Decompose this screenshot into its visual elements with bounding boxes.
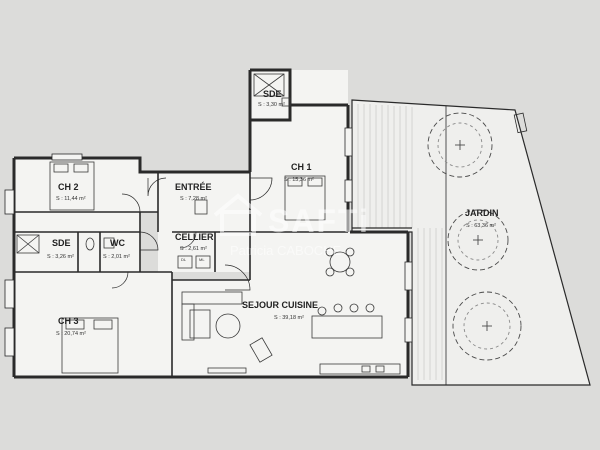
- bed-ch2: [49, 161, 95, 211]
- room-name-sde-top: SDE: [263, 89, 282, 99]
- garden-area: [351, 99, 591, 386]
- washer-label: ML: [199, 257, 205, 262]
- room-area-ch1: S : 15,36 m²: [284, 177, 314, 183]
- tree-icons: [427, 112, 522, 361]
- room-name-ch2: CH 2: [58, 182, 79, 192]
- watermark-agent: Patricia CABOCHE: [230, 243, 342, 258]
- bed-ch1: [284, 175, 326, 221]
- room-name-ch3: CH 3: [58, 316, 79, 326]
- dining-table: [329, 251, 351, 273]
- furniture: [16, 73, 401, 375]
- room-area-sde-left: S : 3,26 m²: [47, 254, 74, 260]
- windows: [4, 127, 413, 357]
- room-name-sejour: SEJOUR CUISINE: [242, 300, 318, 310]
- coffee-table: [215, 313, 241, 339]
- watermark: SAFTi Patricia CABOCHE: [213, 193, 370, 258]
- house-logo-icon: [213, 193, 263, 236]
- watermark-brand: SAFTi: [268, 203, 370, 239]
- sofa: [181, 291, 243, 305]
- room-name-cellier: CELLIER: [175, 232, 214, 242]
- room-name-ch1: CH 1: [291, 162, 312, 172]
- room-area-cellier: S : 2,61 m²: [180, 246, 207, 252]
- kitchen-island: [311, 315, 383, 339]
- room-name-jardin: JARDIN: [465, 208, 499, 218]
- garden-shed: [513, 112, 528, 134]
- doors: [111, 177, 273, 291]
- room-labels: SDE S : 3,30 m² CH 1 S : 15,36 m² CH 2 S…: [47, 89, 499, 337]
- dishwasher-label: DL: [181, 257, 187, 262]
- room-name-sde-left: SDE: [52, 238, 71, 248]
- room-area-entree: S : 7,28 m²: [180, 196, 207, 202]
- bed-ch3: [61, 317, 119, 374]
- room-area-jardin: S : 63,36 m²: [466, 223, 496, 229]
- room-name-wc: WC: [110, 238, 125, 248]
- room-area-wc: S : 2,01 m²: [103, 254, 130, 260]
- room-area-ch3: S : 20,74 m²: [56, 331, 86, 337]
- room-area-sejour: S : 39,18 m²: [274, 315, 304, 321]
- room-area-ch2: S : 11,44 m²: [56, 196, 86, 202]
- room-name-entree: ENTRÉE: [175, 182, 212, 192]
- room-area-sde-top: S : 3,30 m²: [258, 102, 285, 108]
